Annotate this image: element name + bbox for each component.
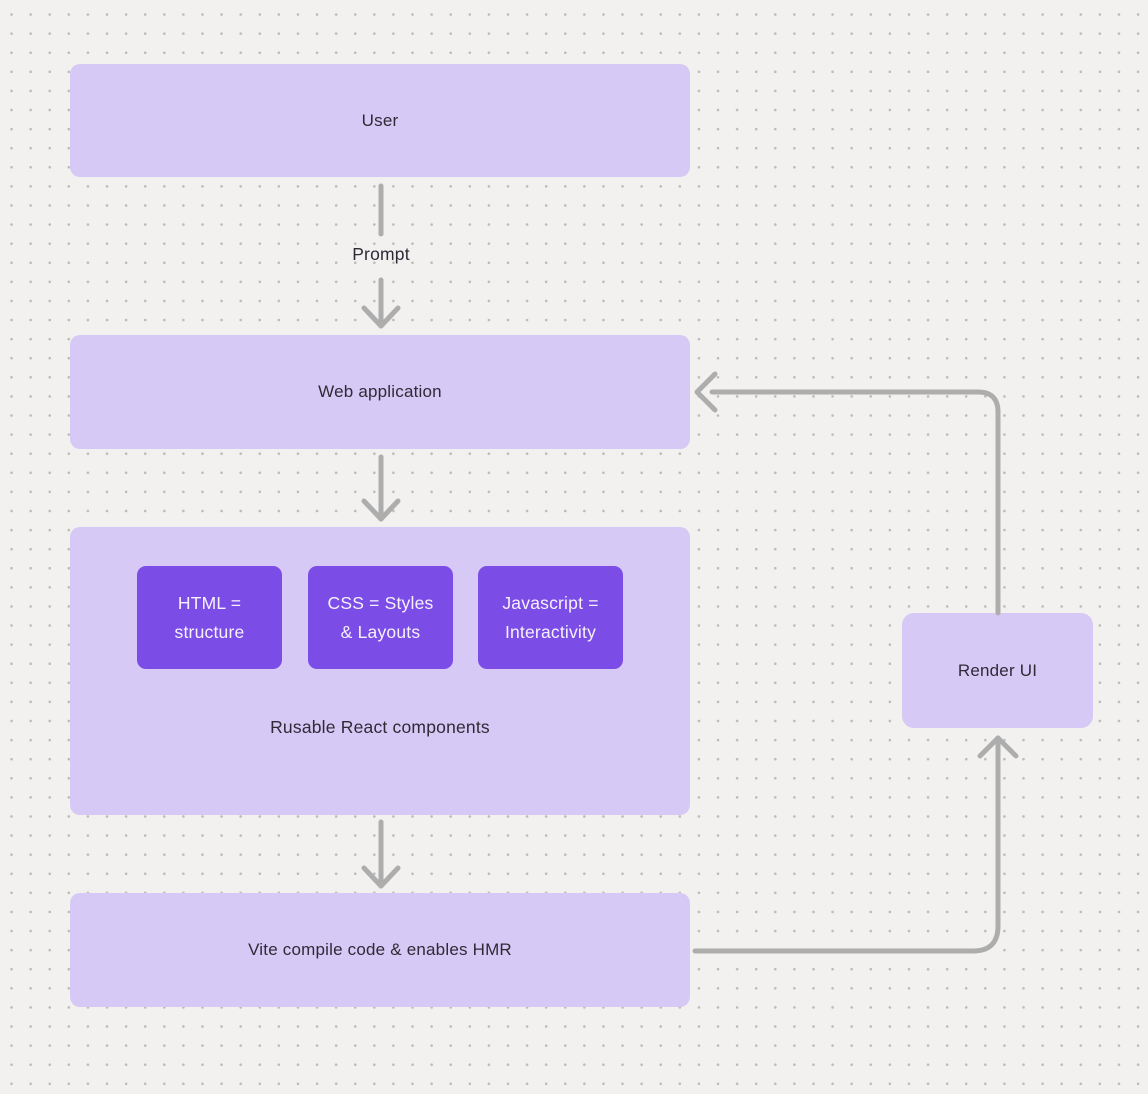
node-css-line1: CSS = Styles (327, 592, 434, 613)
node-user-label: User (361, 110, 399, 130)
node-javascript-line2: Interactivity (504, 621, 597, 642)
edge-renderui-to-webapp-line (709, 389, 1001, 616)
node-web-application-label: Web application (318, 382, 442, 401)
node-css[interactable]: CSS = Styles & Layouts (308, 566, 453, 669)
edge-user-to-webapp-arrowhead-icon (361, 305, 401, 329)
node-html-line2: structure (174, 621, 245, 642)
node-web-application[interactable]: Web application (70, 335, 690, 449)
node-vite-label: Vite compile code & enables HMR (248, 940, 512, 959)
node-render-ui[interactable]: Render UI (902, 613, 1093, 728)
node-user[interactable]: User (70, 64, 690, 177)
node-html[interactable]: HTML = structure (137, 566, 282, 669)
edge-components-to-vite-arrowhead-icon (361, 865, 401, 889)
node-javascript[interactable]: Javascript = Interactivity (478, 566, 623, 669)
node-components-group[interactable]: HTML = structure CSS = Styles & Layouts … (70, 527, 690, 815)
node-render-ui-label: Render UI (957, 660, 1038, 680)
node-html-line1: HTML = (177, 592, 242, 613)
components-group-caption: Rusable React components (270, 717, 490, 737)
node-css-line2: & Layouts (340, 621, 421, 642)
edge-webapp-to-components-arrowhead-icon (361, 498, 401, 522)
edge-vite-to-renderui-arrowhead-icon (977, 735, 1019, 759)
edge-label-prompt: Prompt (352, 244, 410, 264)
node-javascript-line1: Javascript = (502, 592, 599, 613)
edge-renderui-to-webapp-arrowhead-icon (694, 371, 718, 413)
edge-vite-to-renderui-line (692, 735, 1001, 954)
node-vite[interactable]: Vite compile code & enables HMR (70, 893, 690, 1007)
